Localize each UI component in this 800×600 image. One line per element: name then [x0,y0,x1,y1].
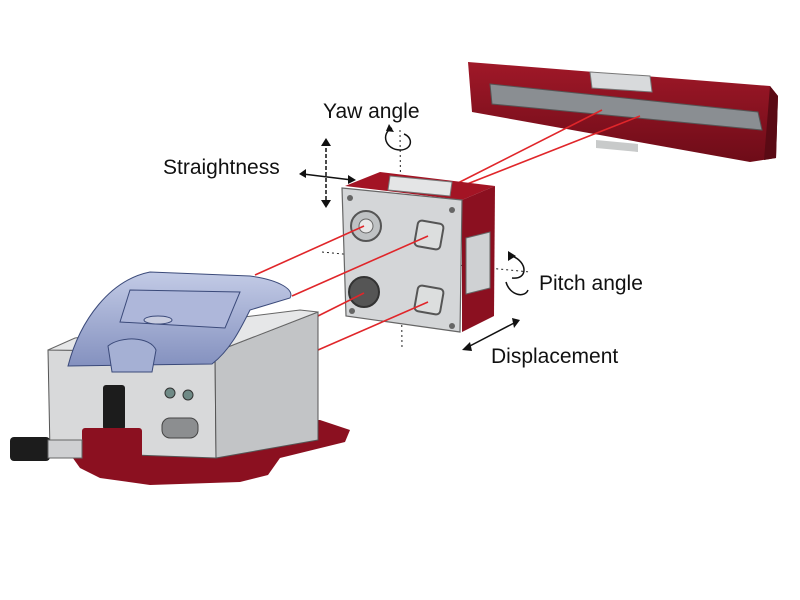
laser-beams-lower [254,225,429,351]
yaw-angle-label: Yaw angle [323,100,420,123]
pitch-arrow-lower [505,281,529,296]
rail-reflector [468,62,778,162]
displacement-arrow [465,321,517,349]
straightness-horizontal-arrow [302,173,353,181]
annotation-arrows [302,127,529,349]
pitch-arrow [511,255,525,279]
yaw-arrow [384,127,412,151]
displacement-label: Displacement [491,345,619,368]
laser-beams-upper [451,109,641,187]
laser-sensor-head [10,271,350,485]
straightness-label: Straightness [163,156,280,179]
cube-reflector [341,172,495,333]
arrow-heads [299,124,520,351]
pitch-angle-label: Pitch angle [539,272,643,295]
